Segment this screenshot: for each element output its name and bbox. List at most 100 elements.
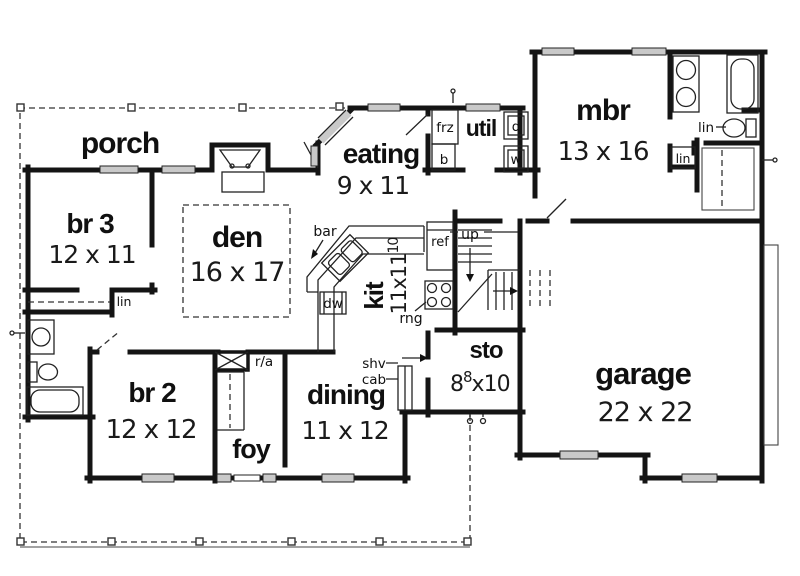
porch-post — [195, 537, 204, 546]
window — [681, 473, 718, 483]
fireplace-icon — [209, 142, 271, 193]
utility-fixtures — [431, 109, 529, 173]
door-swing — [405, 113, 429, 136]
dining-dims: 11 x 12 — [301, 416, 388, 445]
side-stoop — [763, 244, 779, 446]
master-bath-fixtures — [670, 54, 759, 211]
porch-post — [466, 417, 474, 425]
broom-icon — [431, 143, 456, 171]
kitchen-fixtures — [306, 221, 454, 411]
bar-leader — [314, 239, 324, 254]
fridge-icon — [426, 221, 454, 271]
porch-post — [375, 537, 384, 546]
foy-label: foy — [232, 434, 270, 464]
lin-label-closet: lin — [676, 151, 691, 166]
return-air-box — [213, 350, 250, 372]
den-dims: 16 x 17 — [190, 257, 285, 288]
sink-icon — [31, 327, 51, 347]
eating-label: eating — [343, 138, 419, 169]
range-leader — [414, 301, 427, 312]
den-label: den — [212, 221, 262, 254]
br3-dims: 12 x 11 — [48, 240, 135, 269]
porch-post — [16, 537, 25, 546]
util-label: util — [466, 115, 497, 141]
shv-label: shv — [362, 356, 386, 372]
wall-marker — [772, 157, 778, 163]
dw-label: dw — [323, 296, 343, 312]
wall-marker — [9, 330, 15, 336]
labels: porch br 3 12 x 11 den 16 x 17 eating 9 … — [48, 94, 714, 464]
wall-marker — [450, 88, 456, 94]
front-door — [233, 474, 261, 482]
dining-label: dining — [307, 379, 385, 410]
window — [541, 47, 575, 56]
porch-post — [463, 537, 472, 546]
toilet-icon — [722, 118, 746, 138]
lin-label-masterbath: lin — [698, 120, 714, 136]
rng-label: rng — [399, 311, 422, 327]
window — [318, 110, 352, 144]
porch-post — [16, 103, 25, 112]
toilet-tank — [27, 361, 38, 383]
mbr-dims: 13 x 16 — [557, 137, 648, 167]
b-label: b — [440, 152, 449, 168]
w-label: w — [510, 152, 521, 168]
shv-leader — [386, 362, 398, 380]
window — [310, 145, 319, 167]
linen-closet — [670, 146, 696, 169]
hearth — [221, 171, 265, 193]
garage-label: garage — [595, 356, 691, 391]
cab-label: cab — [362, 372, 386, 388]
bar-label: bar — [313, 224, 336, 240]
window — [559, 450, 599, 460]
stair-break-line — [457, 273, 493, 313]
br2-label: br 2 — [128, 377, 176, 408]
sto-label: sto — [470, 337, 503, 364]
counter — [306, 225, 425, 352]
toilet-icon — [37, 363, 59, 381]
br2-dims: 12 x 12 — [105, 415, 196, 445]
windows — [9, 47, 778, 483]
porch-post — [238, 103, 247, 112]
sto-dims: 88x10 — [450, 368, 510, 397]
door-swing — [546, 198, 567, 219]
tub-icon — [726, 54, 759, 114]
window — [321, 473, 355, 483]
range-icon — [424, 280, 454, 310]
frz-label: frz — [436, 120, 453, 136]
porch-post — [479, 417, 487, 425]
sink-icon — [675, 59, 697, 81]
den-ceiling-outline — [182, 204, 291, 318]
sink-icon — [675, 86, 697, 108]
dishwasher-icon — [319, 291, 347, 315]
porch-post — [335, 102, 344, 111]
lin-label-hall: lin — [117, 294, 132, 309]
master-closet — [701, 147, 755, 211]
hall-bath-fixtures — [26, 301, 110, 416]
br3-label: br 3 — [66, 208, 114, 239]
dryer-icon — [503, 111, 529, 140]
door-swing — [96, 330, 121, 351]
ra-label: r/a — [255, 354, 273, 370]
porch-post — [107, 537, 116, 546]
stair-treads — [458, 229, 492, 263]
window — [465, 103, 501, 112]
vanity — [27, 319, 55, 355]
up-label: up — [461, 227, 479, 243]
eating-dims: 9 x 11 — [337, 171, 409, 200]
kit-label: kit — [359, 281, 389, 310]
garage-ceiling-marks — [529, 244, 779, 446]
vanity — [672, 55, 700, 113]
window — [631, 47, 667, 56]
porch-boundary — [16, 102, 487, 548]
d-label: d — [512, 119, 521, 135]
washer-icon — [503, 145, 529, 173]
window — [262, 473, 277, 483]
kit-dims: 11x1110 — [386, 238, 411, 315]
porch-post — [127, 103, 136, 112]
ref-label: ref — [431, 235, 449, 250]
porch-label: porch — [81, 127, 159, 160]
window — [141, 473, 175, 483]
